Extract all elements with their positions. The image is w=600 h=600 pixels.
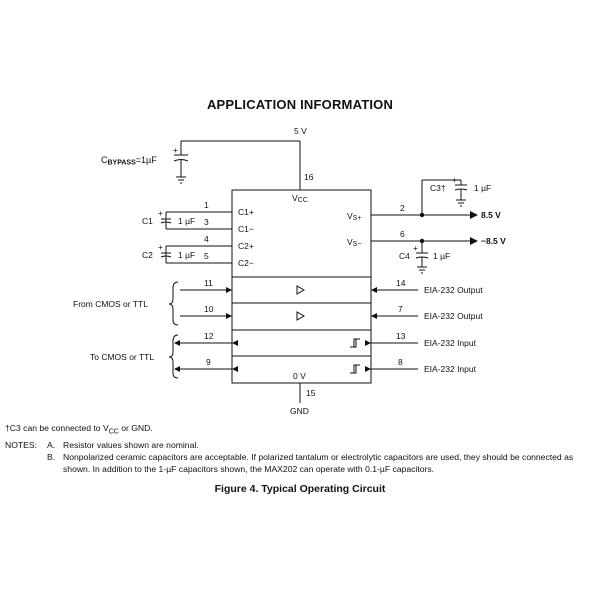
section-heading: APPLICATION INFORMATION [206, 97, 394, 112]
ch1-right-label: EIA-232 Output [424, 285, 483, 295]
gnd-zero-label: 0 V [293, 371, 306, 381]
ch3-right-label: EIA-232 Input [424, 338, 477, 348]
junction-dot [419, 212, 425, 218]
c1-pin-bottom: 3 [204, 217, 209, 227]
group-from-label: From CMOS or TTL [73, 299, 148, 309]
gnd-label: GND [290, 406, 309, 416]
figure-caption: Figure 4. Typical Operating Circuit [214, 483, 386, 495]
schmitt-icon [352, 365, 357, 374]
c2-plate-curved [160, 255, 172, 258]
arrow-vsp [470, 211, 478, 219]
arrow-vsm [470, 237, 478, 245]
vsm-output-label: −8.5 V [481, 236, 506, 246]
driver-triangle [296, 285, 306, 295]
c3-name: C3† [430, 183, 446, 193]
c1-name: C1 [142, 216, 153, 226]
bypass-label: CBYPASS=1µF [101, 155, 157, 167]
c1-value: 1 µF [178, 216, 195, 226]
ch2-right-pin: 7 [398, 304, 403, 314]
ic-pin-vsm: VS− [347, 237, 361, 248]
bracket-to [168, 334, 179, 379]
bracket-from [168, 281, 179, 326]
dagger-mark: † [5, 423, 10, 433]
junction-dot [419, 238, 425, 244]
driver-triangle [296, 311, 306, 321]
c2-plus: + [158, 242, 163, 252]
c2-name: C2 [142, 250, 153, 260]
schmitt-icon [350, 364, 360, 374]
schmitt-icon [352, 339, 357, 348]
c2-pin-top: 4 [204, 234, 209, 244]
c3-plus: + [452, 175, 457, 185]
c1-plate-curved [160, 221, 172, 224]
ch3-left-pin: 12 [204, 331, 214, 341]
notes-label: NOTES: [5, 439, 37, 450]
arrow-ch1-out [371, 287, 377, 293]
ch4-left-pin: 9 [206, 357, 211, 367]
group-to-label: To CMOS or TTL [90, 352, 154, 362]
gnd-pin-number: 15 [306, 388, 316, 398]
note-b-letter: B. [47, 451, 56, 462]
ch1-left-pin: 11 [204, 278, 213, 288]
footnote-sub: CC [108, 428, 119, 436]
c2-pin-bottom: 5 [204, 251, 209, 261]
ic-pin-c1m: C1− [238, 224, 254, 234]
vcc-pin-number: 16 [304, 172, 314, 182]
supply-voltage-label: 5 V [294, 126, 307, 136]
bypass-plus: + [173, 145, 178, 155]
arrow-ch4-in [365, 366, 371, 372]
arrow-ch3-in [365, 340, 371, 346]
ch4-right-pin: 8 [398, 357, 403, 367]
ch4-right-label: EIA-232 Input [424, 364, 477, 374]
bypass-cap-plate-curved [173, 159, 189, 162]
ch2-right-label: EIA-232 Output [424, 311, 483, 321]
note-a: NOTES: A. Resistor values shown are nomi… [5, 439, 595, 451]
circuit-diagram: 5 V 16 VCC CBYPASS=1µF + 1 3 C1 1 µF + 4… [73, 126, 506, 416]
note-a-text: Resistor values shown are nominal. [63, 439, 199, 450]
footnote-text-a: C3 can be connected to V [9, 423, 109, 433]
schmitt-icon [350, 338, 360, 348]
arrow-ch3-ic [232, 340, 238, 346]
arrow-ch3-out [174, 340, 180, 346]
ic-pin-c2m: C2− [238, 258, 254, 268]
note-a-letter: A. [47, 439, 56, 450]
arrow-ch1-in [226, 287, 232, 293]
ch2-left-pin: 10 [204, 304, 214, 314]
c1-plus: + [158, 208, 163, 218]
vsm-pin-number: 6 [400, 229, 405, 239]
ic-pin-c1p: C1+ [238, 207, 254, 217]
ic-body [231, 189, 372, 384]
ic-pin-vsp: VS+ [347, 211, 361, 222]
footnote: †C3 can be connected to VCC or GND. [5, 422, 595, 439]
vsp-output-label: 8.5 V [481, 210, 501, 220]
note-b: B. Nonpolarized ceramic capacitors are a… [5, 451, 595, 475]
vcc-label: VCC [292, 193, 308, 204]
notes-block: †C3 can be connected to VCC or GND. NOTE… [5, 422, 595, 475]
arrow-ch4-ic [232, 366, 238, 372]
c4-value: 1 µF [433, 251, 450, 261]
c1-pin-top: 1 [204, 200, 209, 210]
arrow-ch2-out [371, 313, 377, 319]
footnote-text-b: or GND. [118, 423, 153, 433]
c3-value: 1 µF [474, 183, 491, 193]
c4-plus: + [413, 243, 418, 253]
c2-value: 1 µF [178, 250, 195, 260]
vsp-pin-number: 2 [400, 203, 405, 213]
c4-name: C4 [399, 251, 410, 261]
arrow-ch2-in [226, 313, 232, 319]
ch1-right-pin: 14 [396, 278, 406, 288]
arrow-ch4-out [174, 366, 180, 372]
ch3-right-pin: 13 [396, 331, 406, 341]
ic-pin-c2p: C2+ [238, 241, 254, 251]
note-b-text: Nonpolarized ceramic capacitors are acce… [63, 451, 574, 474]
